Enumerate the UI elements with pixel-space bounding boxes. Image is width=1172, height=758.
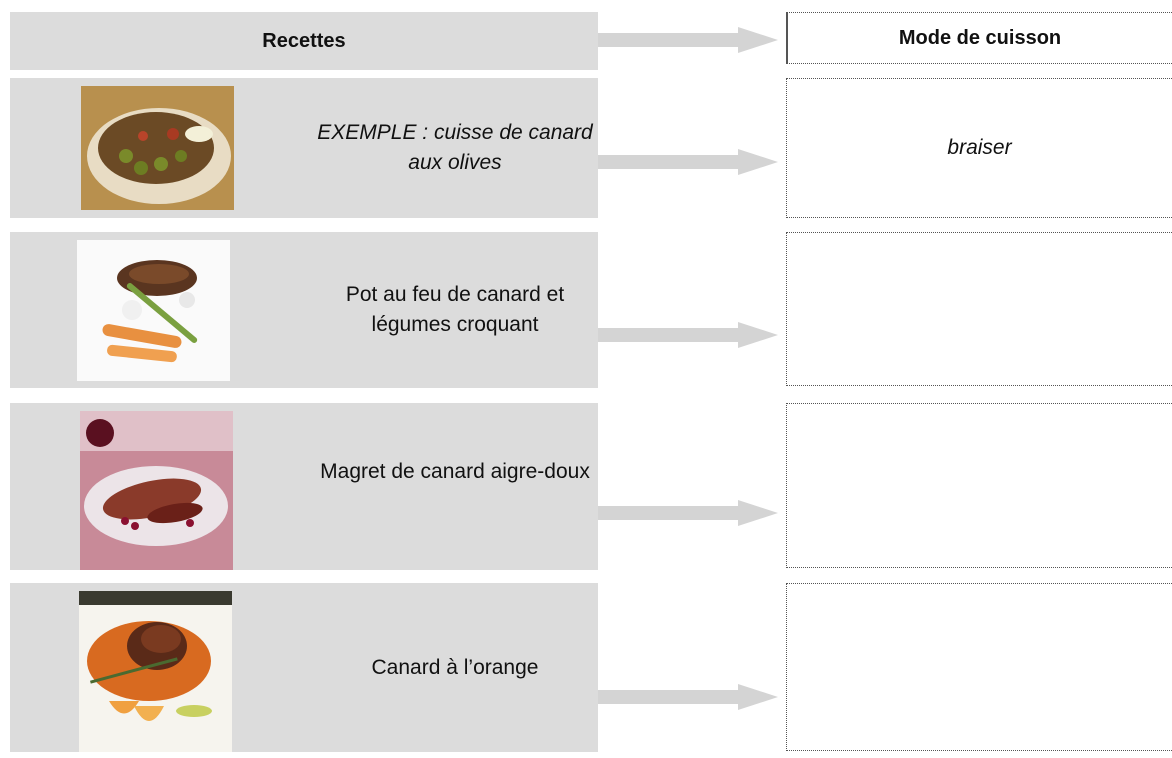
- answer-text: [787, 404, 1172, 567]
- answer-text: [787, 584, 1172, 750]
- row-4-arrow-icon: [598, 684, 778, 710]
- recipes-header-label: Recettes: [262, 29, 346, 52]
- answer-text: braiser: [947, 136, 1012, 159]
- recipe-label: Canard à l’orange: [371, 656, 539, 679]
- answer-box-2[interactable]: [786, 232, 1172, 386]
- answer-box-4[interactable]: [786, 583, 1172, 751]
- recipe-label: EXEMPLE : cuisse de canard aux olives: [317, 121, 593, 174]
- row-1-arrow-icon: [598, 149, 778, 175]
- recipe-row-4: Canard à l’orange: [10, 583, 598, 752]
- answer-box-1[interactable]: braiser: [786, 78, 1172, 218]
- recipe-row-1: EXEMPLE : cuisse de canard aux olives: [10, 78, 598, 218]
- recipe-label: Pot au feu de canard et légumes croquant: [345, 283, 565, 336]
- recipes-header: Recettes: [10, 12, 598, 70]
- duck-olives-dish-icon: [81, 86, 234, 210]
- duck-orange-dish-icon: [79, 591, 232, 752]
- recipe-row-2: Pot au feu de canard et légumes croquant: [10, 232, 598, 388]
- row-2-arrow-icon: [598, 322, 778, 348]
- row-3-arrow-icon: [598, 500, 778, 526]
- duck-magret-dish-icon: [80, 411, 233, 570]
- answer-box-3[interactable]: [786, 403, 1172, 568]
- answer-text: [787, 233, 1172, 385]
- duck-pot-au-feu-dish-icon: [77, 240, 230, 381]
- recipe-label: Magret de canard aigre-doux: [320, 460, 590, 483]
- header-arrow-icon: [598, 27, 778, 53]
- cooking-mode-header-label: Mode de cuisson: [898, 26, 1062, 49]
- cooking-mode-header: Mode de cuisson: [786, 12, 1172, 64]
- recipe-row-3: Magret de canard aigre-doux: [10, 403, 598, 570]
